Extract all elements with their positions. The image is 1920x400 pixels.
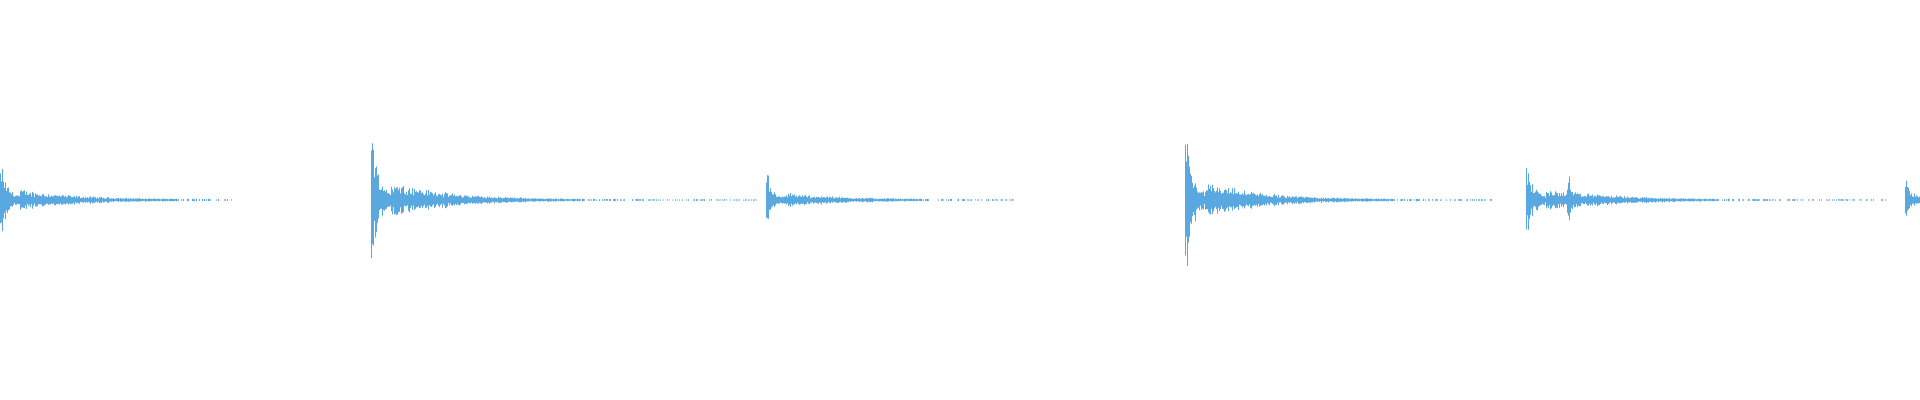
- waveform-trace: [0, 143, 1920, 266]
